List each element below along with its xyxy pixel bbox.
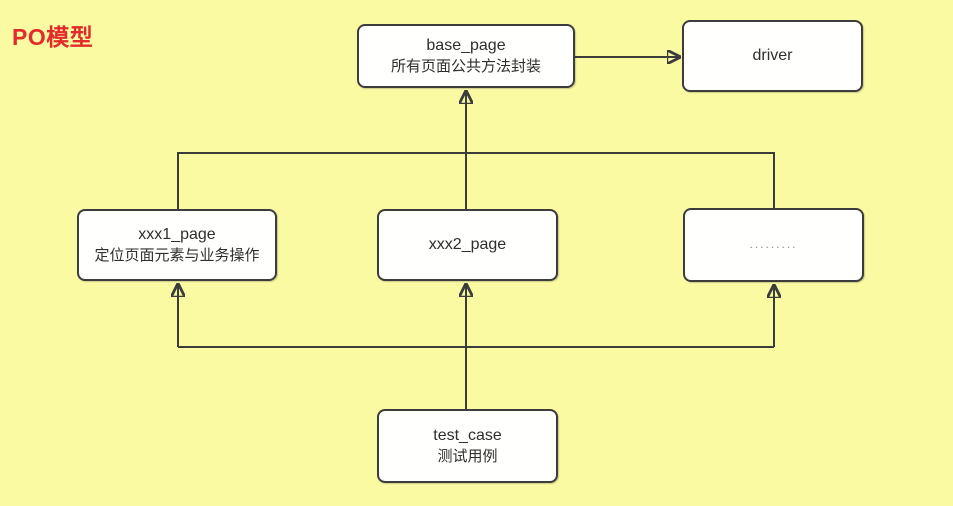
node-test-case-title: test_case (433, 426, 502, 444)
node-xxx1-page-subtitle: 定位页面元素与业务操作 (94, 247, 260, 265)
node-driver-title: driver (752, 46, 793, 64)
node-more-pages-dots: ......... (749, 237, 798, 252)
node-base-page-title: base_page (426, 36, 506, 54)
node-driver: driver (682, 20, 863, 92)
node-base-page: base_page 所有页面公共方法封装 (357, 24, 575, 88)
node-xxx1-page-title: xxx1_page (138, 225, 216, 243)
node-test-case: test_case 测试用例 (377, 409, 558, 483)
diagram-title: PO模型 (12, 24, 94, 50)
node-more-pages: ......... (683, 208, 864, 282)
node-test-case-subtitle: 测试用例 (437, 448, 498, 466)
connector-upper-bus (177, 152, 775, 209)
node-xxx1-page: xxx1_page 定位页面元素与业务操作 (77, 209, 277, 281)
node-base-page-subtitle: 所有页面公共方法封装 (390, 58, 541, 76)
node-xxx2-page-title: xxx2_page (428, 235, 507, 253)
node-xxx2-page: xxx2_page (377, 209, 558, 281)
